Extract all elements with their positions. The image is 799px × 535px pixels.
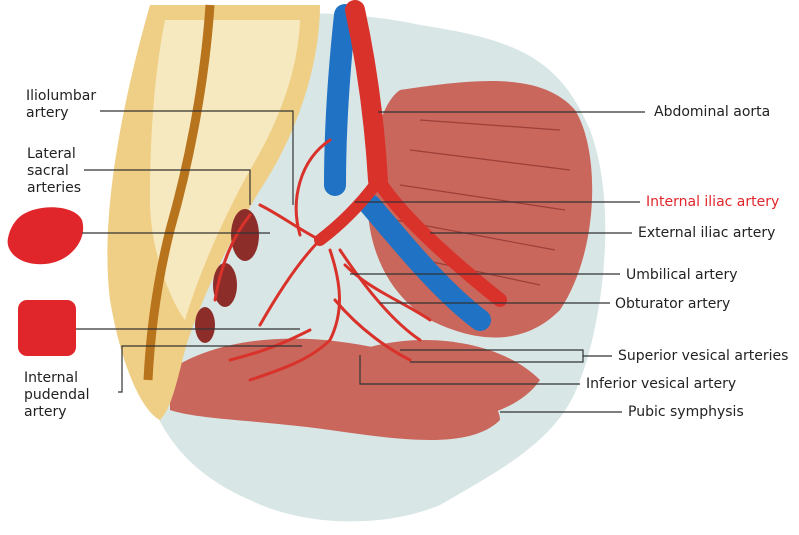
label-obturator-artery: Obturator artery [615, 296, 731, 312]
arterial-branches [213, 138, 432, 382]
label-external-iliac-artery: External iliac artery [638, 225, 776, 241]
bladder-wall [360, 340, 540, 421]
leader-internal-pudendal [118, 345, 302, 393]
label-internal-iliac-artery: Internal iliac artery [646, 194, 780, 210]
iliac-vein [324, 4, 491, 331]
vertebral-canal [143, 4, 215, 381]
leader-superior-vesical-2 [410, 356, 584, 363]
label-inferior-vesical-artery: Inferior vesical artery [586, 376, 737, 392]
sacral-foramina [195, 209, 259, 343]
redaction-blob-1 [7, 207, 84, 265]
external-iliac-vessel [371, 173, 507, 307]
label-lateral-sacral-arteries: Lateral sacral arteries [27, 146, 81, 196]
leader-lateral-sacral [84, 169, 251, 205]
label-pubic-symphysis: Pubic symphysis [628, 404, 744, 420]
label-iliolumbar-artery: Iliolumbar artery [26, 88, 97, 121]
redaction-blob-2 [18, 300, 76, 356]
abdominal-aorta-vessel [345, 0, 388, 190]
label-abdominal-aorta: Abdominal aorta [654, 104, 771, 120]
label-internal-pudendal-artery: Internal pudendal artery [24, 370, 90, 420]
label-umbilical-artery: Umbilical artery [626, 267, 738, 283]
leader-superior-vesical-1 [400, 349, 612, 357]
pelvic-muscle-fibers [394, 119, 571, 286]
leader-iliolumbar [100, 110, 294, 205]
label-superior-vesical-arteries: Superior vesical arteries [618, 348, 789, 364]
internal-iliac-vessel [314, 179, 381, 246]
leader-inferior-vesical [359, 355, 580, 385]
